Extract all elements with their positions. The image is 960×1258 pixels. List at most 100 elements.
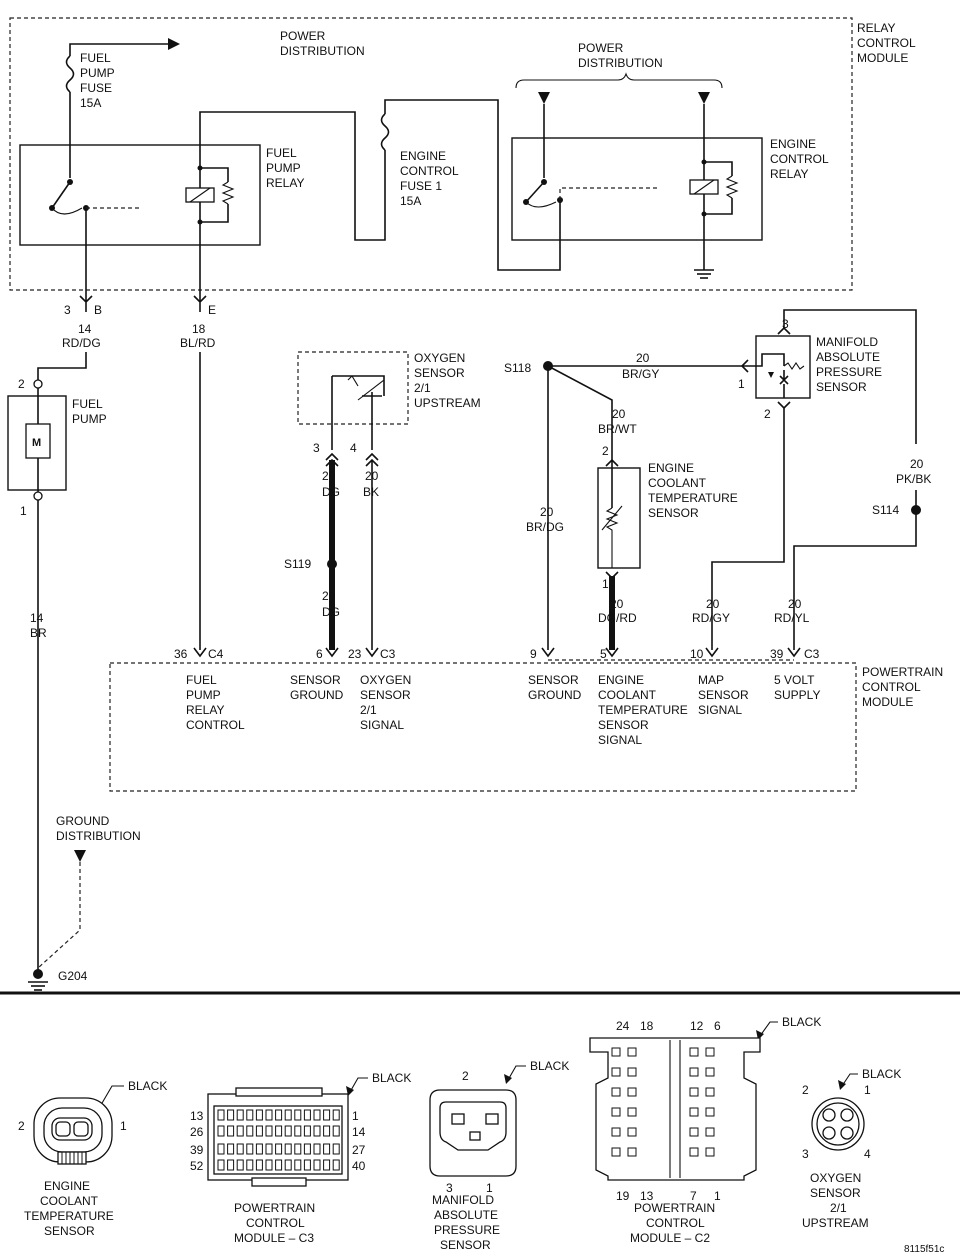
svg-text:DG: DG bbox=[322, 485, 340, 499]
c2-pin-cavity bbox=[689, 1087, 699, 1097]
svg-text:2: 2 bbox=[602, 444, 609, 458]
c2-pin-cavity bbox=[689, 1047, 699, 1057]
svg-text:RELAY: RELAY bbox=[770, 167, 808, 181]
svg-text:20: 20 bbox=[910, 457, 924, 471]
svg-text:BLACK: BLACK bbox=[530, 1059, 569, 1073]
svg-text:SIGNAL: SIGNAL bbox=[698, 703, 742, 717]
pcm-c3-connector-view: BLACK 13 26 39 52 1 14 27 40 POWERTRAIN … bbox=[190, 1071, 411, 1245]
svg-text:M: M bbox=[32, 437, 41, 449]
c3-pin-cavity bbox=[294, 1159, 302, 1171]
svg-text:MODULE – C2: MODULE – C2 bbox=[630, 1231, 710, 1245]
svg-text:SENSOR: SENSOR bbox=[414, 366, 465, 380]
c2-pin-cavity bbox=[689, 1067, 699, 1077]
svg-text:1: 1 bbox=[352, 1109, 359, 1123]
c3-pin-cavity bbox=[303, 1125, 311, 1137]
svg-text:20: 20 bbox=[612, 407, 626, 421]
svg-text:14: 14 bbox=[78, 322, 92, 336]
svg-text:1: 1 bbox=[738, 377, 745, 391]
pcm-pin-23: 23 C3 OXYGEN SENSOR 2/1 SIGNAL bbox=[348, 647, 411, 732]
svg-text:POWER: POWER bbox=[578, 41, 624, 55]
svg-text:TEMPERATURE: TEMPERATURE bbox=[598, 703, 688, 717]
engine-control-fuse-label: ENGINE CONTROL FUSE 1 15A bbox=[400, 149, 459, 208]
svg-text:DG: DG bbox=[322, 605, 340, 619]
pcm-pin-6: 6 SENSOR GROUND bbox=[290, 647, 344, 702]
c2-pin-cavity bbox=[689, 1147, 699, 1157]
svg-text:19: 19 bbox=[616, 1189, 630, 1203]
c3-pin-cavity bbox=[217, 1159, 225, 1171]
c3-pin-cavity bbox=[323, 1125, 331, 1137]
c2-pin-cavity bbox=[627, 1107, 637, 1117]
svg-text:20: 20 bbox=[322, 469, 336, 483]
c3-pin-cavity bbox=[246, 1159, 254, 1171]
svg-text:PK/BK: PK/BK bbox=[896, 472, 931, 486]
svg-text:PUMP: PUMP bbox=[72, 412, 107, 426]
engine-control-relay-label: ENGINE CONTROL RELAY bbox=[770, 137, 829, 181]
svg-text:ENGINE: ENGINE bbox=[598, 673, 644, 687]
fuel-pump-relay-box bbox=[19, 144, 261, 246]
svg-text:ABSOLUTE: ABSOLUTE bbox=[816, 350, 880, 364]
c3-pin-cavity bbox=[265, 1125, 273, 1137]
relay-ground-icon bbox=[694, 269, 714, 279]
svg-text:3: 3 bbox=[802, 1147, 809, 1161]
svg-text:20: 20 bbox=[788, 597, 802, 611]
c3-pin-cavity bbox=[294, 1143, 302, 1155]
oxygen-sensor-label: OXYGEN SENSOR 2/1 UPSTREAM bbox=[414, 351, 481, 410]
engine-control-fuse bbox=[380, 113, 390, 151]
svg-text:5 VOLT: 5 VOLT bbox=[774, 673, 815, 687]
svg-text:BR/DG: BR/DG bbox=[526, 520, 564, 534]
svg-text:S119: S119 bbox=[284, 557, 311, 571]
power-distribution-2-label: POWER DISTRIBUTION bbox=[578, 41, 663, 70]
svg-text:3: 3 bbox=[313, 441, 320, 455]
svg-text:G204: G204 bbox=[58, 969, 88, 983]
svg-text:CONTROL: CONTROL bbox=[857, 36, 916, 50]
c3-pin-cavity bbox=[323, 1143, 331, 1155]
brwt-wire-label: 20 BR/WT bbox=[598, 407, 637, 436]
c3-pin-cavity bbox=[275, 1109, 283, 1121]
fuel-pump-label: FUEL PUMP bbox=[72, 397, 107, 426]
figure-id: 8115f51c bbox=[904, 1244, 944, 1255]
svg-text:SENSOR: SENSOR bbox=[360, 688, 411, 702]
svg-text:CONTROL: CONTROL bbox=[646, 1216, 705, 1230]
svg-text:S114: S114 bbox=[872, 503, 899, 517]
c3-pin-cavity bbox=[284, 1125, 292, 1137]
c2-pin-cavity bbox=[611, 1147, 621, 1157]
svg-text:2/1: 2/1 bbox=[414, 381, 431, 395]
svg-text:2/1: 2/1 bbox=[830, 1201, 847, 1215]
svg-text:SENSOR: SENSOR bbox=[44, 1224, 95, 1238]
c3-pin-cavity bbox=[294, 1125, 302, 1137]
svg-text:9: 9 bbox=[530, 647, 537, 661]
svg-text:18: 18 bbox=[192, 322, 206, 336]
svg-text:SENSOR: SENSOR bbox=[598, 718, 649, 732]
svg-text:ENGINE: ENGINE bbox=[770, 137, 816, 151]
svg-text:PRESSURE: PRESSURE bbox=[434, 1223, 500, 1237]
svg-text:POWER: POWER bbox=[280, 29, 326, 43]
c2-pin-cavity bbox=[705, 1127, 715, 1137]
svg-text:CONTROL: CONTROL bbox=[400, 164, 459, 178]
pcm-pin-9: 9 SENSOR GROUND bbox=[528, 647, 582, 702]
c2-pin-cavity bbox=[627, 1147, 637, 1157]
c2-pin-cavity bbox=[611, 1107, 621, 1117]
svg-text:PRESSURE: PRESSURE bbox=[816, 365, 882, 379]
brgy-wire-label: 20 BR/GY bbox=[622, 351, 659, 381]
svg-text:C3: C3 bbox=[380, 647, 396, 661]
pcm-pin-36: 36 C4 FUEL PUMP RELAY CONTROL bbox=[174, 647, 245, 732]
svg-text:3: 3 bbox=[782, 317, 789, 331]
c3-pin-cavity bbox=[313, 1125, 321, 1137]
svg-text:18: 18 bbox=[640, 1019, 654, 1033]
svg-text:BK: BK bbox=[363, 485, 379, 499]
svg-text:OXYGEN: OXYGEN bbox=[414, 351, 465, 365]
svg-text:DISTRIBUTION: DISTRIBUTION bbox=[56, 829, 141, 843]
svg-text:5: 5 bbox=[600, 647, 607, 661]
map-sensor-body bbox=[755, 335, 811, 399]
c3-pin-cavity bbox=[255, 1143, 263, 1155]
dg-wire-2-label: 20 DG bbox=[322, 589, 340, 619]
power-feed-arrow bbox=[168, 38, 180, 50]
svg-text:FUSE: FUSE bbox=[80, 81, 112, 95]
svg-text:15A: 15A bbox=[400, 194, 421, 208]
svg-text:SENSOR: SENSOR bbox=[440, 1238, 491, 1252]
svg-text:OXYGEN: OXYGEN bbox=[360, 673, 411, 687]
svg-text:27: 27 bbox=[352, 1143, 366, 1157]
svg-text:RELAY: RELAY bbox=[186, 703, 224, 717]
svg-text:FUSE 1: FUSE 1 bbox=[400, 179, 442, 193]
